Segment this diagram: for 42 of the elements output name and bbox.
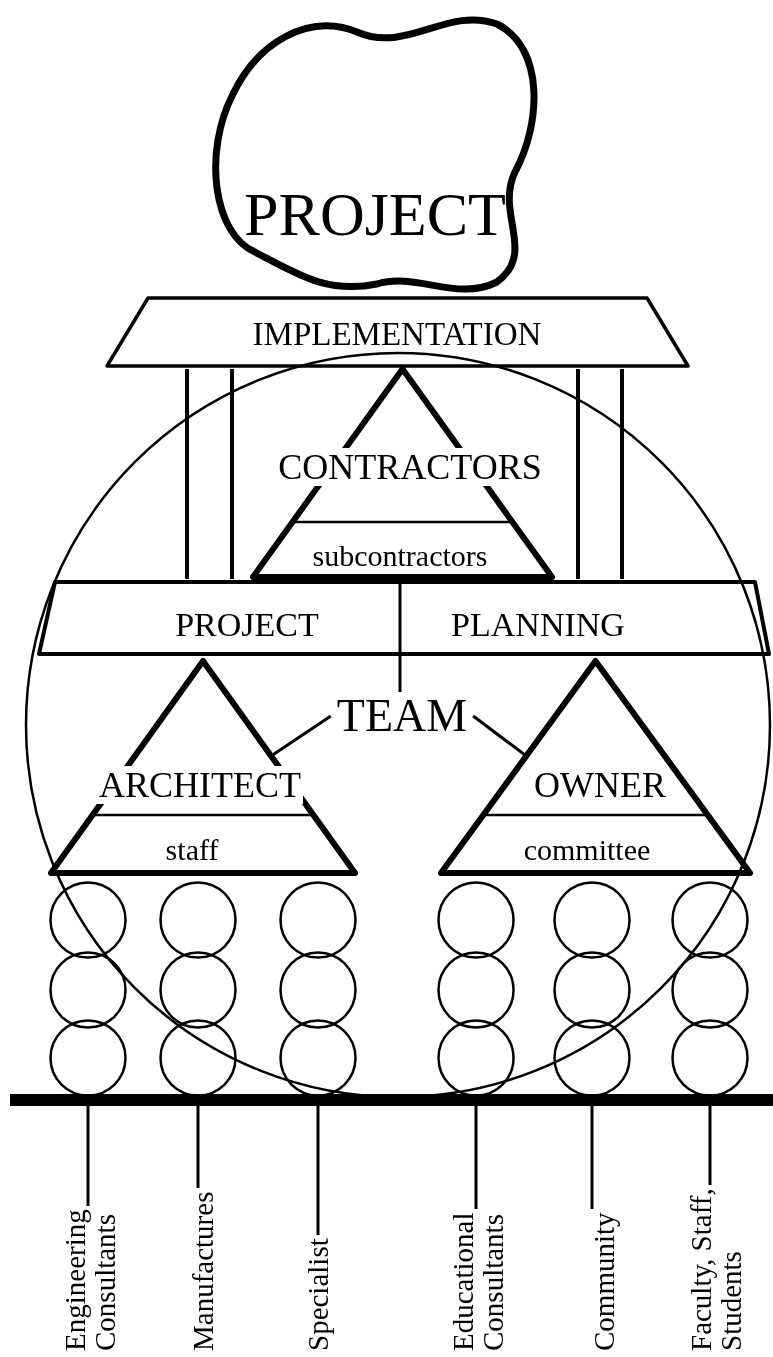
triangle-label: staff: [165, 835, 219, 865]
circle-shape: [553, 881, 631, 959]
circle-shape: [159, 881, 237, 959]
triangle-heading: ARCHITECT: [97, 766, 303, 804]
column-label: Manufactures: [187, 1189, 219, 1351]
circle-shape: [49, 881, 127, 959]
cloud-label: PROJECT: [244, 183, 506, 245]
circle-shape: [49, 951, 127, 1029]
beam-label: IMPLEMENTATION: [252, 317, 542, 351]
triangle-label: committee: [523, 835, 651, 865]
band: [38, 580, 770, 656]
band-label: PLANNING: [451, 608, 625, 642]
leader-line: [472, 714, 528, 758]
circle-shape: [671, 951, 749, 1029]
circle-shape: [553, 1019, 631, 1097]
column-label: Educational Consultants: [447, 1210, 509, 1351]
circle-shape: [671, 1019, 749, 1097]
circle-shape: [437, 1019, 515, 1097]
triangle-label: subcontractors: [312, 541, 488, 571]
column-label: Engineering Consultants: [59, 1207, 121, 1351]
circle-shape: [49, 1019, 127, 1097]
trapezoid-beam: [105, 296, 690, 368]
circle-shape: [437, 951, 515, 1029]
pillar-line: [185, 369, 189, 579]
column-label: Community: [588, 1210, 620, 1351]
circle-shape: [553, 951, 631, 1029]
column-label: Faculty, Staff, Students: [685, 1186, 747, 1351]
circle-shape: [671, 881, 749, 959]
circle-shape: [159, 1019, 237, 1097]
circle-shape: [279, 951, 357, 1029]
circle-shape: [279, 1019, 357, 1097]
circle-shape: [279, 881, 357, 959]
triangle-heading: OWNER: [534, 767, 666, 803]
pillar-line: [576, 369, 580, 579]
band-label: PROJECT: [175, 608, 319, 642]
column-label: Specialist: [302, 1236, 334, 1351]
pillar-line: [230, 369, 234, 579]
pillar-line: [620, 369, 624, 579]
circle-shape: [437, 881, 515, 959]
circle-shape: [159, 951, 237, 1029]
leader-line: [270, 714, 332, 758]
team-label: TEAM: [336, 693, 468, 739]
